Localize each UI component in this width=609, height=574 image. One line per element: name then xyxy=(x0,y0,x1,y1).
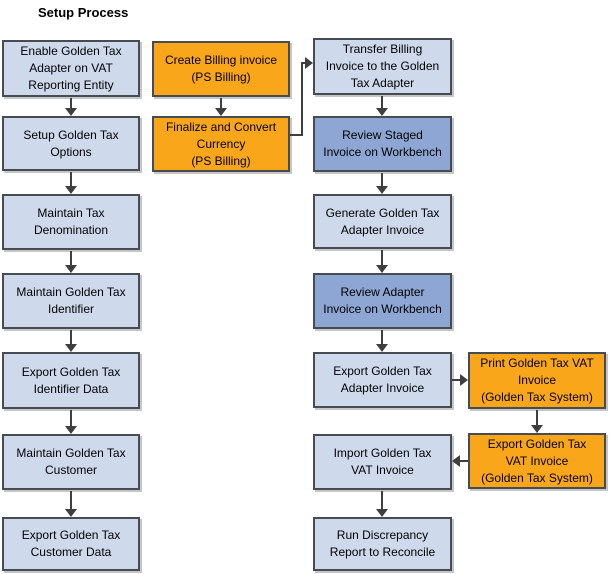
arrow-head-right xyxy=(305,57,313,69)
node-label: Generate Golden Tax Adapter Invoice xyxy=(325,205,440,237)
node-run-discrepancy-report: Run Discrepancy Report to Reconcile xyxy=(313,517,452,571)
node-maintain-golden-tax-customer: Maintain Golden Tax Customer xyxy=(2,434,140,490)
node-export-adapter-invoice: Export Golden Tax Adapter Invoice xyxy=(313,352,452,408)
arrow-head-left xyxy=(452,455,460,467)
arrow-head-down xyxy=(65,108,77,116)
node-transfer-billing-invoice: Transfer Billing Invoice to the Golden T… xyxy=(313,38,452,95)
arrow-head-right xyxy=(460,374,468,386)
arrow-line xyxy=(381,330,383,344)
arrow-head-down xyxy=(376,186,388,194)
arrow-line xyxy=(381,250,383,265)
node-label: Maintain Golden Tax Identifier xyxy=(16,285,126,316)
arrow-head-down xyxy=(376,509,388,517)
node-label: Print Golden Tax VAT Invoice (Golden Tax… xyxy=(480,356,594,404)
arrow-line xyxy=(70,410,72,426)
node-review-staged-invoice: Review Staged Invoice on Workbench xyxy=(313,116,452,172)
arrow-head-down xyxy=(531,425,543,433)
arrow-head-down xyxy=(215,108,227,116)
arrow-line xyxy=(70,172,72,186)
diagram-title: Setup Process xyxy=(38,5,129,20)
node-enable-golden-tax-adapter: Enable Golden Tax Adapter on VAT Reporti… xyxy=(2,40,140,97)
node-label: Import Golden Tax VAT Invoice xyxy=(333,446,432,477)
node-label: Setup Golden Tax Options xyxy=(23,127,119,159)
node-maintain-tax-denomination: Maintain Tax Denomination xyxy=(2,194,140,250)
node-label: Run Discrepancy Report to Reconcile xyxy=(329,528,436,559)
node-label: Transfer Billing Invoice to the Golden T… xyxy=(325,42,440,90)
arrow-line xyxy=(70,251,72,265)
arrow-line xyxy=(70,330,72,344)
node-label: Create Billing invoice (PS Billing) xyxy=(164,53,278,84)
node-label: Export Golden Tax Identifier Data xyxy=(21,364,121,396)
node-export-golden-tax-vat-invoice: Export Golden Tax VAT Invoice (Golden Ta… xyxy=(468,433,606,489)
connector-elbow-segment xyxy=(303,62,305,64)
arrow-head-down xyxy=(65,265,77,273)
node-label: Export Golden Tax VAT Invoice (Golden Ta… xyxy=(481,436,593,485)
arrow-line xyxy=(536,410,538,425)
arrow-head-down xyxy=(65,509,77,517)
arrow-head-down xyxy=(376,344,388,352)
arrow-line xyxy=(460,460,468,462)
node-generate-adapter-invoice: Generate Golden Tax Adapter Invoice xyxy=(313,194,452,249)
node-label: Export Golden Tax Customer Data xyxy=(21,528,121,559)
arrow-head-down xyxy=(376,108,388,116)
node-export-golden-tax-customer-data: Export Golden Tax Customer Data xyxy=(2,517,140,571)
arrow-head-down xyxy=(65,426,77,434)
node-review-adapter-invoice: Review Adapter Invoice on Workbench xyxy=(313,273,452,329)
node-maintain-golden-tax-identifier: Maintain Golden Tax Identifier xyxy=(2,273,140,329)
node-label: Enable Golden Tax Adapter on VAT Reporti… xyxy=(20,44,122,92)
arrow-line xyxy=(452,379,460,381)
connector-elbow-segment xyxy=(301,62,303,136)
node-import-vat-invoice: Import Golden Tax VAT Invoice xyxy=(313,434,452,490)
node-label: Finalize and Convert Currency (PS Billin… xyxy=(165,119,277,168)
node-setup-golden-tax-options: Setup Golden Tax Options xyxy=(2,116,140,171)
node-create-billing-invoice: Create Billing invoice (PS Billing) xyxy=(152,41,290,97)
arrow-line xyxy=(381,491,383,509)
connector-elbow-segment xyxy=(290,134,301,136)
arrow-head-down xyxy=(65,344,77,352)
arrow-line xyxy=(220,98,222,108)
arrow-line xyxy=(70,98,72,108)
arrow-line xyxy=(381,173,383,186)
arrow-head-down xyxy=(65,186,77,194)
node-label: Maintain Golden Tax Customer xyxy=(16,446,126,477)
node-export-golden-tax-identifier-data: Export Golden Tax Identifier Data xyxy=(2,352,140,409)
arrow-line xyxy=(70,491,72,509)
arrow-head-down xyxy=(376,265,388,273)
node-label: Review Adapter Invoice on Workbench xyxy=(323,285,442,316)
arrow-line xyxy=(381,96,383,108)
node-label: Export Golden Tax Adapter Invoice xyxy=(333,364,432,395)
node-finalize-and-convert-currency: Finalize and Convert Currency (PS Billin… xyxy=(152,116,290,172)
node-label: Maintain Tax Denomination xyxy=(33,206,109,237)
node-label: Review Staged Invoice on Workbench xyxy=(323,128,442,159)
node-print-golden-tax-vat-invoice: Print Golden Tax VAT Invoice (Golden Tax… xyxy=(468,352,606,409)
